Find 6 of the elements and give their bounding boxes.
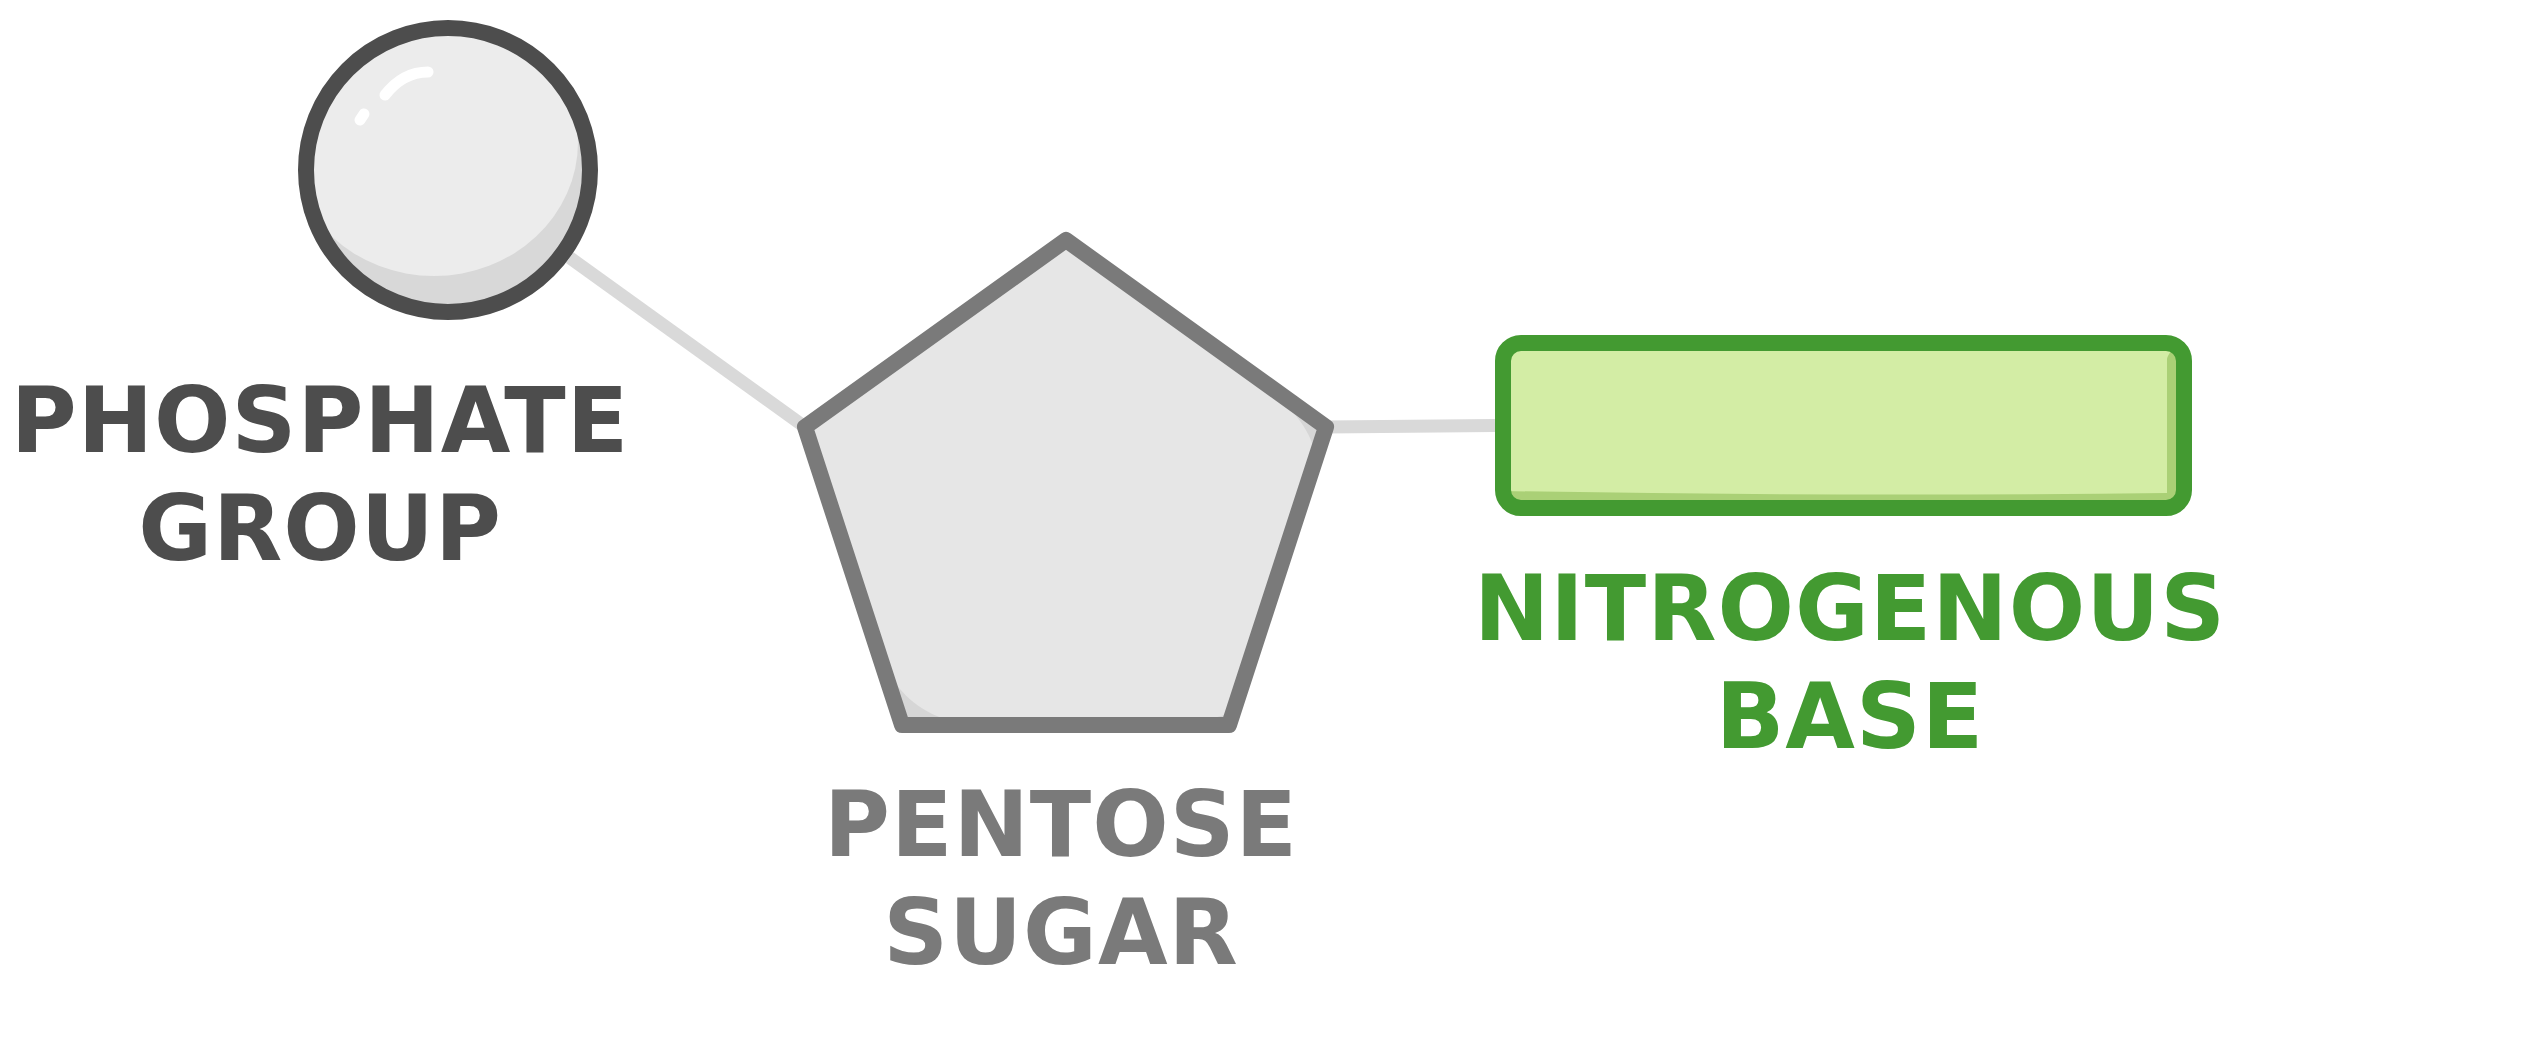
sugar-pentagon <box>797 232 1334 733</box>
phosphate-circle <box>298 20 598 320</box>
node-caption: PENTOSE SUGAR <box>823 771 1299 987</box>
node-caption: PHOSPHATE GROUP <box>9 367 631 583</box>
node-caption: NITROGENOUS BASE <box>1472 555 2228 771</box>
base-bar <box>1495 335 2192 516</box>
